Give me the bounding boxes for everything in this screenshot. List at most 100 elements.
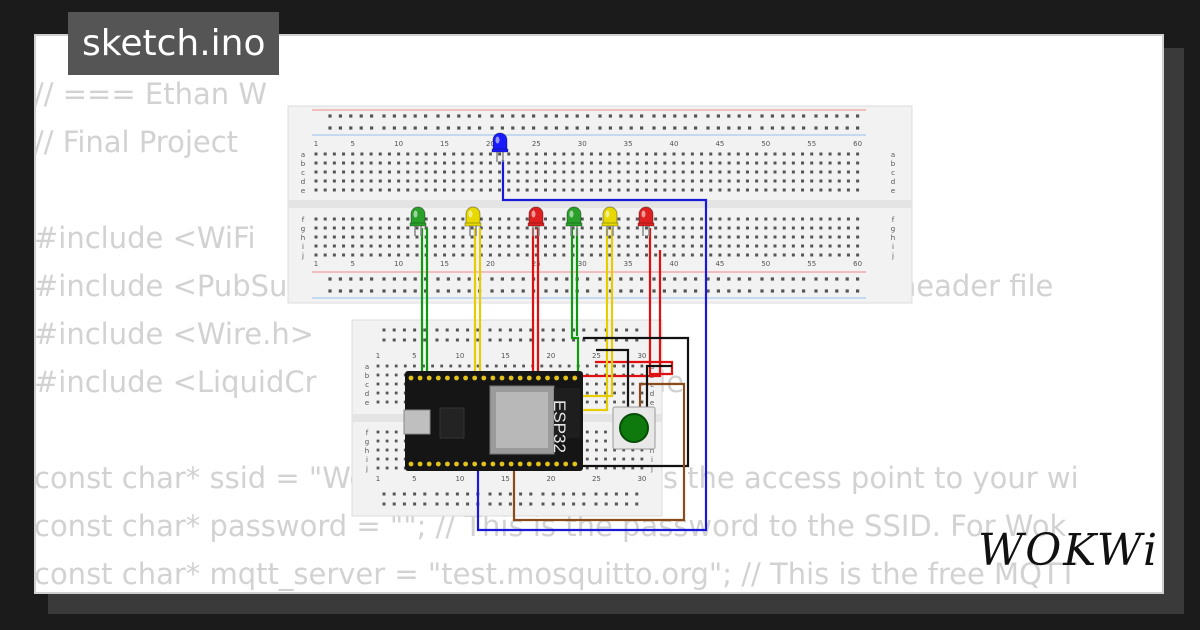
wire-blue (476, 160, 708, 532)
row-letter: d (301, 178, 305, 186)
led-yellow[interactable] (464, 206, 482, 236)
led-yellow[interactable] (601, 206, 619, 236)
wire-black-1 (580, 336, 690, 468)
row-letter: a (365, 363, 369, 371)
led-blue[interactable] (491, 132, 509, 162)
esp32-pin[interactable] (463, 461, 468, 467)
row-letter: e (650, 399, 654, 407)
column-number: 1 (376, 352, 380, 360)
column-number: 5 (350, 140, 354, 148)
led-red[interactable] (637, 206, 655, 236)
esp32-pin[interactable] (435, 461, 441, 467)
esp32-pin[interactable] (417, 375, 423, 381)
esp32-pin[interactable] (517, 461, 523, 467)
wokwi-logo: WOKWi (978, 525, 1160, 576)
column-number: 50 (761, 140, 770, 148)
row-letter: f (892, 216, 895, 224)
wire-red-2 (536, 228, 662, 378)
esp32-pin[interactable] (536, 461, 541, 467)
push-button[interactable] (612, 406, 656, 450)
code-line: // Final Project (34, 125, 239, 159)
row-letter: b (365, 372, 370, 380)
column-number: 1 (314, 140, 318, 148)
esp32-pin[interactable] (490, 375, 496, 381)
row-letter: g (365, 438, 369, 446)
esp32-pin[interactable] (563, 461, 569, 467)
column-number: 25 (592, 475, 601, 483)
row-letter: j (891, 252, 894, 260)
code-line: // === Ethan W (34, 77, 267, 111)
esp32-pin[interactable] (445, 375, 450, 381)
esp32-pin[interactable] (517, 375, 523, 381)
esp32-pin[interactable] (481, 461, 487, 467)
row-letter: i (651, 456, 653, 464)
esp32-pin[interactable] (426, 461, 432, 467)
esp32-pin[interactable] (408, 375, 414, 381)
esp32-pin[interactable] (554, 375, 559, 381)
column-number: 30 (578, 260, 587, 268)
esp32-pin[interactable] (499, 375, 505, 381)
column-number: 1 (376, 475, 380, 483)
esp32-pin[interactable] (563, 375, 569, 381)
row-letter: i (366, 456, 368, 464)
led-red[interactable] (527, 206, 545, 236)
column-number: 60 (853, 140, 862, 148)
esp32-pin[interactable] (572, 375, 578, 381)
row-letter: g (891, 225, 895, 233)
column-number: 55 (807, 140, 816, 148)
row-letter: a (891, 151, 895, 159)
column-number: 10 (394, 140, 403, 148)
esp32-pin[interactable] (545, 461, 550, 467)
esp32-pin[interactable] (490, 461, 496, 467)
row-letter: c (365, 381, 369, 389)
esp32-pin[interactable] (426, 375, 432, 381)
row-letter: h (650, 447, 654, 455)
row-letter: h (365, 447, 369, 455)
led-green[interactable] (409, 206, 427, 236)
esp32-pin[interactable] (545, 375, 550, 381)
column-number: 25 (592, 352, 601, 360)
esp32-pin[interactable] (508, 375, 514, 381)
esp32-board[interactable]: ESP32 (403, 371, 583, 471)
esp32-pin[interactable] (572, 461, 578, 467)
esp32-pin[interactable] (526, 375, 532, 381)
esp32-pin[interactable] (472, 461, 478, 467)
column-number: 25 (532, 260, 541, 268)
esp32-pin[interactable] (526, 461, 532, 467)
column-number: 35 (624, 140, 633, 148)
row-letter: d (891, 178, 895, 186)
column-number: 40 (670, 260, 679, 268)
esp32-pin[interactable] (445, 461, 450, 467)
column-number: 20 (486, 260, 495, 268)
breadboard-main[interactable]: 1155101015152020252530303535404045455050… (287, 105, 913, 304)
esp32-pin[interactable] (481, 375, 487, 381)
esp32-pin[interactable] (408, 461, 414, 467)
esp32-pin[interactable] (554, 461, 559, 467)
row-letter: i (892, 243, 894, 251)
column-number: 20 (546, 352, 555, 360)
wire-red-3 (595, 228, 674, 376)
row-letter: e (301, 187, 305, 195)
row-letter: b (891, 160, 896, 168)
file-tab[interactable]: sketch.ino (68, 12, 280, 75)
code-line: #include <WiFi (34, 221, 256, 255)
esp32-pin[interactable] (463, 375, 468, 381)
esp32-pin[interactable] (417, 461, 423, 467)
esp32-pin[interactable] (435, 375, 441, 381)
esp32-pin[interactable] (472, 375, 478, 381)
esp32-pin[interactable] (454, 375, 459, 381)
row-letter: h (301, 234, 305, 242)
column-number: 50 (761, 260, 770, 268)
row-letter: d (365, 390, 369, 398)
column-number: 10 (394, 260, 403, 268)
led-green[interactable] (565, 206, 583, 236)
column-number: 25 (532, 140, 541, 148)
esp32-pin[interactable] (499, 461, 505, 467)
esp32-pin[interactable] (536, 375, 541, 381)
esp32-pin[interactable] (508, 461, 514, 467)
leds (409, 132, 655, 236)
file-tab-label: sketch.ino (82, 23, 266, 64)
row-letter: e (891, 187, 895, 195)
esp32-pin[interactable] (454, 461, 459, 467)
